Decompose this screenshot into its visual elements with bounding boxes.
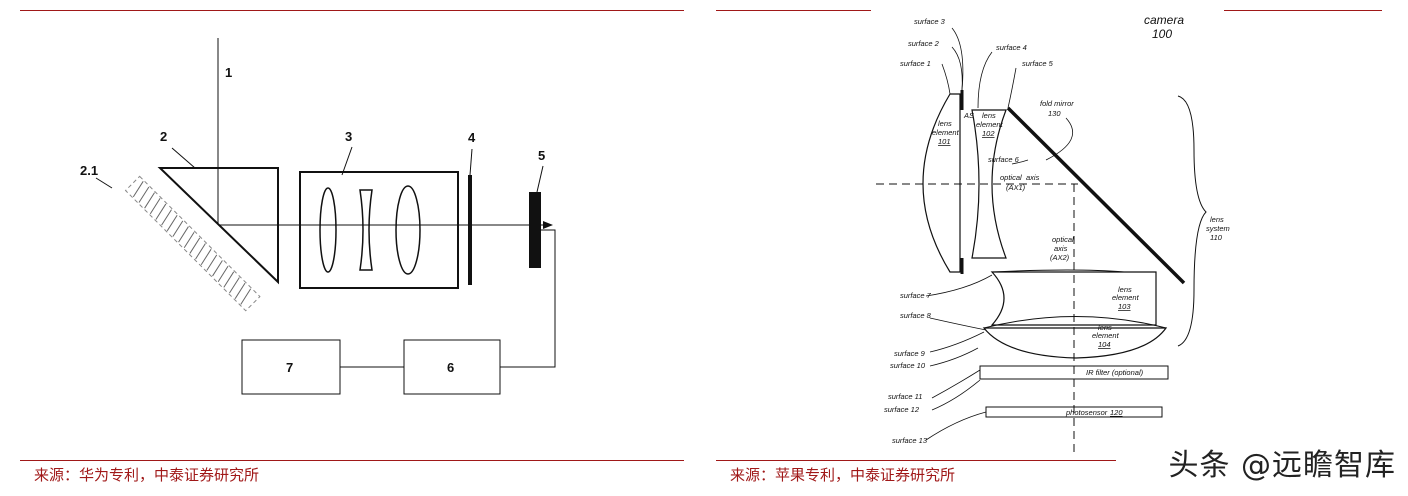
photosensor-number: 120 (1110, 408, 1123, 417)
surface-3-label: surface 3 (914, 17, 946, 26)
prism (157, 167, 279, 285)
surface-12-label: surface 12 (884, 405, 920, 414)
source-caption-right: 来源：苹果专利，中泰证券研究所 (730, 466, 956, 484)
lens-element-102 (971, 109, 1007, 259)
ir-filter-label: IR filter (optional) (1086, 368, 1144, 377)
optical-axis-2-b: axis (1054, 244, 1068, 253)
lens-104-element: element (1092, 331, 1120, 340)
surface-4-label: surface 4 (996, 43, 1027, 52)
lens-101-label: lens (938, 119, 952, 128)
optical-axis-2-c: (AX2) (1050, 253, 1070, 262)
bottom-rule-right (716, 460, 1116, 461)
surface-7-label: surface 7 (900, 291, 932, 300)
lens-element-103 (990, 271, 1157, 326)
label-7: 7 (286, 360, 293, 375)
surface-8-label: surface 8 (900, 311, 932, 320)
surface-2-label: surface 2 (908, 39, 940, 48)
label-1: 1 (225, 65, 232, 80)
processor-box-7 (241, 339, 341, 395)
lens-element-101 (922, 93, 961, 273)
surface-6-label: surface 6 (988, 155, 1020, 164)
surface-1-label: surface 1 (900, 59, 931, 68)
lens-module (299, 171, 459, 289)
label-2: 2 (160, 129, 167, 144)
as-label: AS (963, 111, 974, 120)
optical-axis-1-c: (AX1) (1006, 183, 1026, 192)
bottom-rule-left (20, 460, 684, 461)
lens-system-label-2: system (1206, 224, 1230, 233)
optical-axis-2-a: optical (1052, 235, 1074, 244)
top-rule-left (20, 10, 684, 11)
fold-mirror-label: fold mirror (1040, 99, 1074, 108)
convex-lens-1 (319, 187, 337, 273)
camera-number: 100 (1152, 27, 1172, 41)
label-5: 5 (538, 148, 545, 163)
watermark: 头条 @远瞻智库 (1168, 448, 1396, 483)
lens-104-number: 104 (1098, 340, 1111, 349)
apple-patent-diagram: camera 100 surface 3 surface 2 surface 1… (716, 0, 1388, 460)
photosensor-label: photosensor (1065, 408, 1108, 417)
surface-11-label: surface 11 (888, 392, 922, 401)
huawei-patent-diagram: 1 2 2.1 3 4 5 6 7 (20, 0, 684, 460)
lens-102-element: element (976, 120, 1004, 129)
lens-102-label: lens (982, 111, 996, 120)
lens-102-number: 102 (982, 129, 995, 138)
lens-104-label: lens (1098, 323, 1112, 332)
surface-10-label: surface 10 (890, 361, 926, 370)
camera-label: camera (1144, 13, 1184, 27)
surface-9-label: surface 9 (894, 349, 926, 358)
image-sensor (529, 192, 541, 268)
lens-101-element: element (932, 128, 960, 137)
lens-system-number: 110 (1210, 233, 1223, 242)
label-4: 4 (468, 130, 476, 145)
surface-5-label: surface 5 (1022, 59, 1054, 68)
fold-mirror-number: 130 (1048, 109, 1061, 118)
label-6: 6 (447, 360, 454, 375)
label-3: 3 (345, 129, 352, 144)
lens-103-label: lens (1118, 285, 1132, 294)
filter (468, 175, 472, 285)
signal-wire (500, 229, 556, 368)
actuator-element (124, 175, 261, 312)
surface-13-label: surface 13 (892, 436, 928, 445)
lens-element-104 (982, 327, 1168, 359)
convex-lens-2 (395, 185, 421, 275)
concave-lens (359, 189, 373, 271)
top-rule-right-b (1224, 10, 1382, 11)
label-2-1: 2.1 (80, 163, 98, 178)
fold-mirror (1006, 106, 1186, 285)
lens-103-element: element (1112, 293, 1140, 302)
lens-system-brace (1177, 95, 1207, 347)
source-caption-left: 来源：华为专利，中泰证券研究所 (34, 466, 260, 484)
ir-filter (979, 365, 1169, 380)
optical-axis-1-b: axis (1026, 173, 1040, 182)
lens-system-label: lens (1210, 215, 1224, 224)
lens-101-number: 101 (938, 137, 951, 146)
lens-103-number: 103 (1118, 302, 1131, 311)
top-rule-right-a (716, 10, 871, 11)
optical-axis-1-a: optical (1000, 173, 1022, 182)
